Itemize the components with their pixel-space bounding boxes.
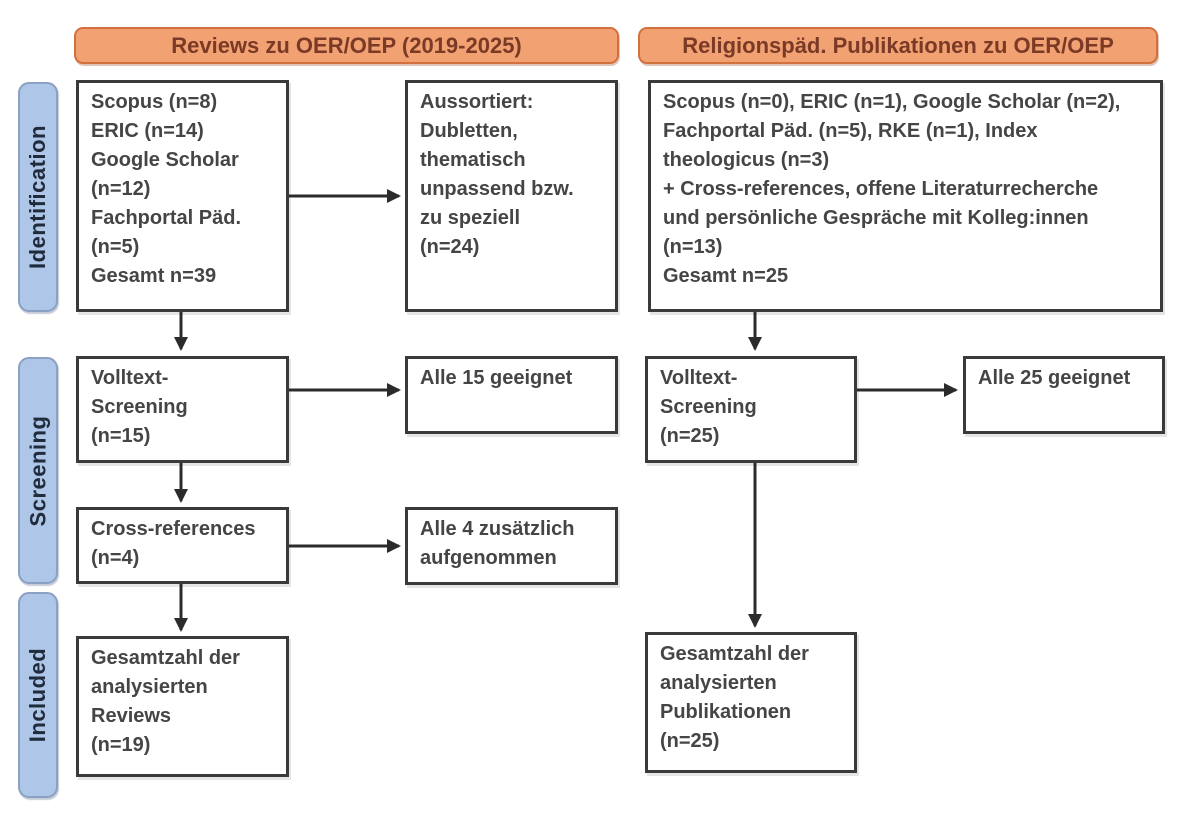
stage-label-identification: Identification (18, 82, 58, 312)
box-reviews-excluded: Aussortiert: Dubletten, thematisch unpas… (405, 80, 618, 312)
column-header-religionspaed: Religionspäd. Publikationen zu OER/OEP (638, 27, 1158, 64)
box-religionspaed-fulltext-screening: Volltext- Screening (n=25) (645, 356, 857, 463)
box-reviews-crossreferences: Cross-references (n=4) (76, 507, 289, 584)
stage-label-screening-text: Screening (25, 415, 50, 526)
box-reviews-sources: Scopus (n=8) ERIC (n=14) Google Scholar … (76, 80, 289, 312)
column-header-reviews: Reviews zu OER/OEP (2019-2025) (74, 27, 619, 64)
stage-label-screening: Screening (18, 357, 58, 584)
box-reviews-crossreferences-result: Alle 4 zusätzlich aufgenommen (405, 507, 618, 585)
box-reviews-fulltext-screening: Volltext- Screening (n=15) (76, 356, 289, 463)
stage-label-included-text: Included (25, 647, 51, 743)
box-religionspaed-fulltext-result: Alle 25 geeignet (963, 356, 1165, 434)
box-religionspaed-sources: Scopus (n=0), ERIC (n=1), Google Scholar… (648, 80, 1163, 312)
stage-label-identification-text: Identification (25, 125, 51, 269)
box-religionspaed-total-included: Gesamtzahl der analysierten Publikatione… (645, 632, 857, 773)
box-reviews-fulltext-result: Alle 15 geeignet (405, 356, 618, 434)
box-reviews-total-included: Gesamtzahl der analysierten Reviews (n=1… (76, 636, 289, 777)
stage-label-included: Included (18, 592, 58, 798)
